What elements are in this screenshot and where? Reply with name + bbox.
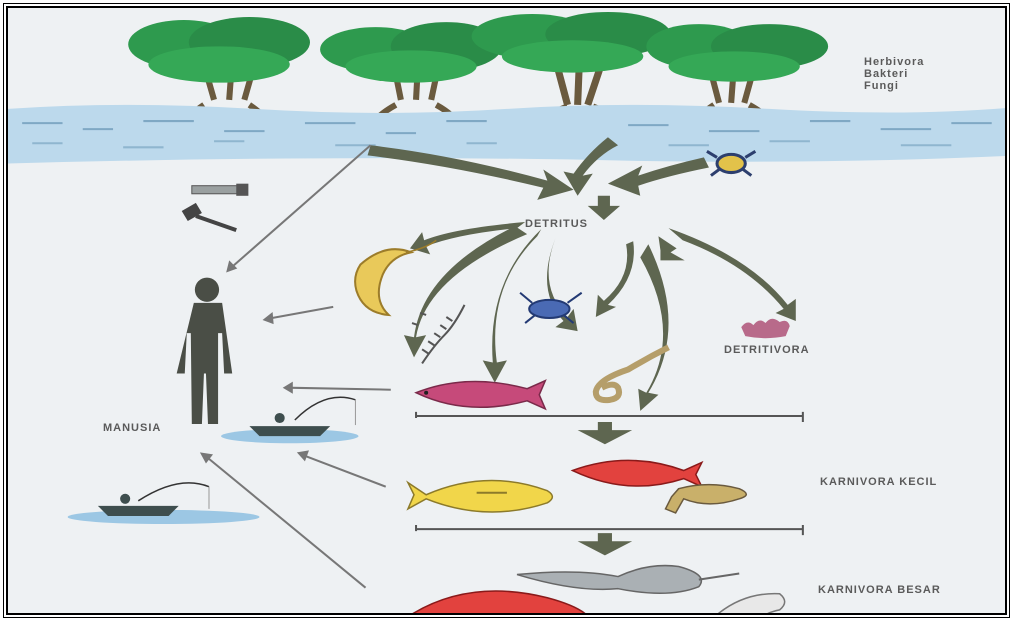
label-karnivora-kecil: KARNIVORA KECIL <box>820 476 937 488</box>
label-fungi-line: Fungi <box>864 80 924 92</box>
label-detritivora: DETRITIVORA <box>724 344 810 356</box>
diagram-frame: Herbivora Bakteri Fungi DETRITUS DETRITI… <box>6 6 1007 615</box>
saw-icon <box>192 184 249 196</box>
label-herbivora: Herbivora Bakteri Fungi <box>864 56 924 92</box>
label-manusia: MANUSIA <box>103 422 161 434</box>
water-surface <box>8 105 1007 164</box>
label-detritus: DETRITUS <box>525 218 588 230</box>
label-herbivora-line: Herbivora <box>864 56 924 68</box>
label-karnivora-besar: KARNIVORA BESAR <box>818 584 941 596</box>
label-bakteri-line: Bakteri <box>864 68 924 80</box>
food-chain-illustration <box>8 8 1007 615</box>
